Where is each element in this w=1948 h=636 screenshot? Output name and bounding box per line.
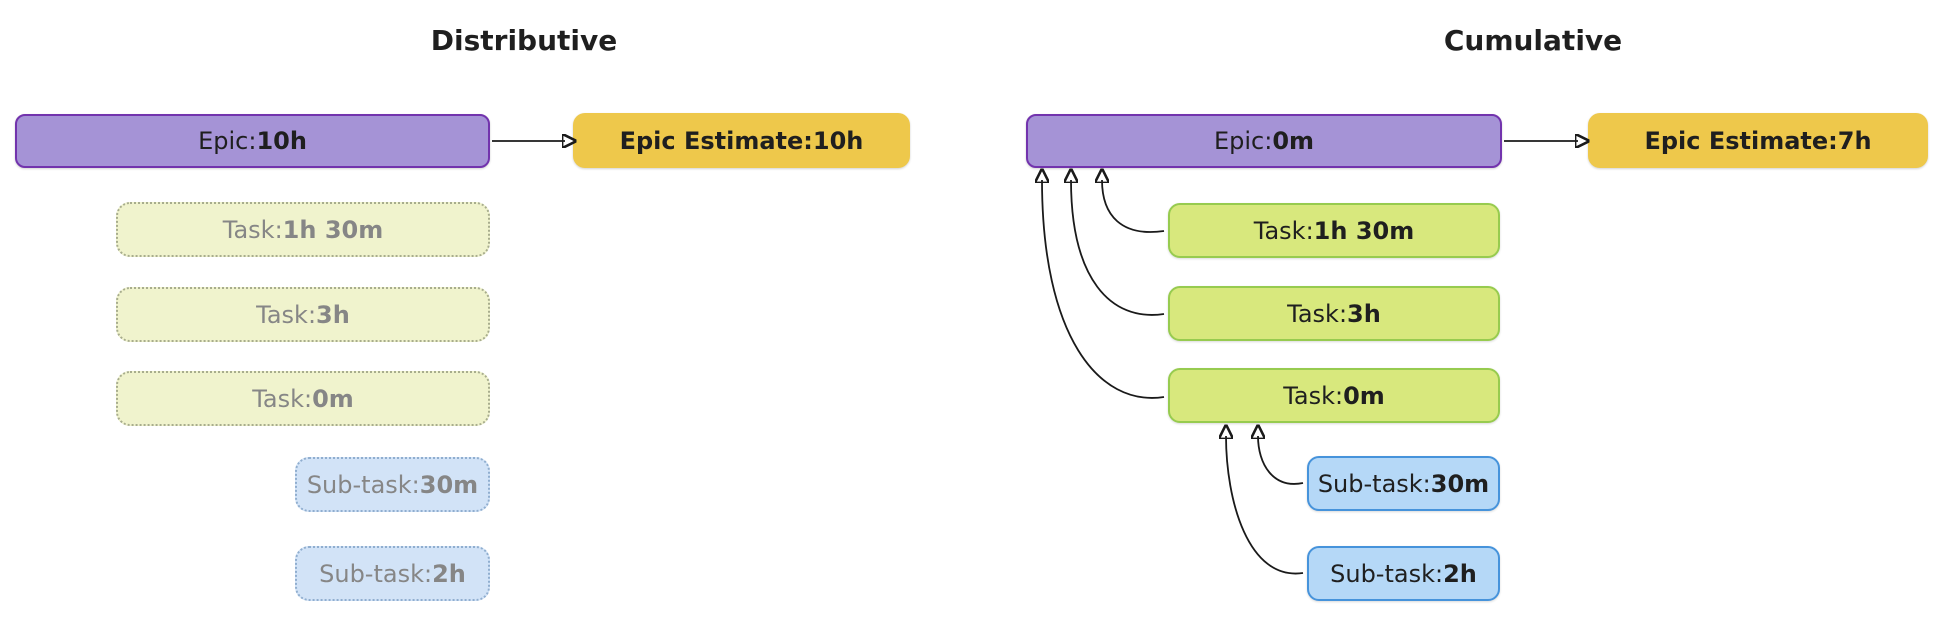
subtask-box: Sub-task: 30m <box>1307 456 1500 511</box>
epic-estimate-value: 10h <box>812 126 864 155</box>
arrow-subtask1-to-task3 <box>1258 436 1304 485</box>
task-value: 1h 30m <box>282 215 384 244</box>
task-label: Task: <box>252 384 313 413</box>
task-label: Task: <box>256 300 317 329</box>
epic-label: Epic: <box>198 127 257 155</box>
task-value: 1h 30m <box>1313 216 1415 245</box>
distributive-title: Distributive <box>430 24 618 57</box>
subtask-label: Sub-task: <box>1330 559 1444 588</box>
task-box: Task: 0m <box>1168 368 1500 423</box>
task-box: Task: 3h <box>1168 286 1500 341</box>
cumulative-title: Cumulative <box>1443 24 1623 57</box>
subtask-value: 30m <box>419 470 479 499</box>
task-value: 3h <box>316 300 350 329</box>
subtask-box: Sub-task: 2h <box>1307 546 1500 601</box>
task-box: Task: 0m <box>116 371 490 426</box>
epic-estimate-box-cumulative: Epic Estimate: 7h <box>1588 113 1928 168</box>
arrow-task1-to-epic <box>1102 180 1165 233</box>
epic-estimate-value: 7h <box>1837 126 1872 155</box>
epic-estimate-label: Epic Estimate: <box>1644 126 1838 155</box>
epic-box-cumulative: Epic: 0m <box>1026 114 1502 168</box>
epic-box-distributive: Epic: 10h <box>15 114 490 168</box>
epic-value: 0m <box>1272 127 1315 155</box>
subtask-box: Sub-task: 30m <box>295 457 490 512</box>
epic-label: Epic: <box>1213 127 1273 155</box>
task-label: Task: <box>1283 381 1344 410</box>
task-value: 0m <box>312 384 354 413</box>
task-label: Task: <box>1253 216 1314 245</box>
task-box: Task: 1h 30m <box>116 202 490 257</box>
arrow-task2-to-epic <box>1071 180 1165 316</box>
task-label: Task: <box>1287 299 1348 328</box>
subtask-box: Sub-task: 2h <box>295 546 490 601</box>
task-label: Task: <box>222 215 283 244</box>
task-box: Task: 3h <box>116 287 490 342</box>
task-value: 0m <box>1343 381 1385 410</box>
epic-value: 10h <box>256 127 307 155</box>
epic-estimate-box-distributive: Epic Estimate: 10h <box>573 113 910 168</box>
arrow-task3-to-epic <box>1042 180 1165 399</box>
subtask-value: 2h <box>432 559 466 588</box>
task-box: Task: 1h 30m <box>1168 203 1500 258</box>
arrow-subtask2-to-task3 <box>1226 436 1304 575</box>
subtask-value: 2h <box>1443 559 1477 588</box>
subtask-label: Sub-task: <box>1317 469 1431 498</box>
subtask-label: Sub-task: <box>319 559 433 588</box>
subtask-label: Sub-task: <box>306 470 420 499</box>
epic-estimate-label: Epic Estimate: <box>619 126 813 155</box>
task-value: 3h <box>1347 299 1381 328</box>
subtask-value: 30m <box>1430 469 1490 498</box>
